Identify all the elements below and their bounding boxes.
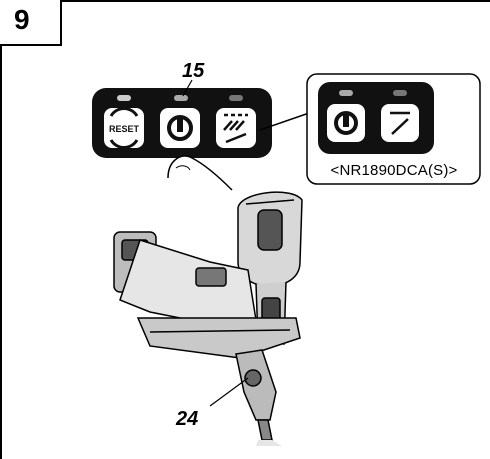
figure-number: 9 xyxy=(14,4,30,35)
reset-text: RESET xyxy=(109,124,140,134)
nose-shadow xyxy=(256,440,282,446)
single-mode-icon xyxy=(390,111,410,135)
inset-power-button[interactable] xyxy=(327,104,365,142)
callout-24: 24 xyxy=(176,408,199,430)
mode-button[interactable] xyxy=(216,108,256,148)
callout-15-leader xyxy=(182,79,193,97)
inset-leader xyxy=(259,111,313,131)
led-power xyxy=(174,95,188,101)
power-button[interactable] xyxy=(160,108,200,148)
reset-button[interactable]: RESET xyxy=(104,106,144,150)
figure-tab xyxy=(0,0,62,46)
left-border xyxy=(0,46,2,459)
nailer-tool xyxy=(113,191,303,441)
finger xyxy=(167,155,233,191)
top-border xyxy=(62,0,490,2)
reset-icon xyxy=(109,106,139,117)
led-reset xyxy=(117,95,131,101)
control-panel: RESET xyxy=(92,88,272,158)
inset-model-label: <NR1890DCA(S)> xyxy=(330,162,458,179)
callout-15: 15 xyxy=(182,60,205,82)
mode-select-icon xyxy=(223,113,248,144)
inset-mode-button[interactable] xyxy=(381,104,419,142)
callout-24-leader xyxy=(209,377,249,407)
led-mode xyxy=(229,95,243,101)
inset-panel xyxy=(306,73,481,185)
